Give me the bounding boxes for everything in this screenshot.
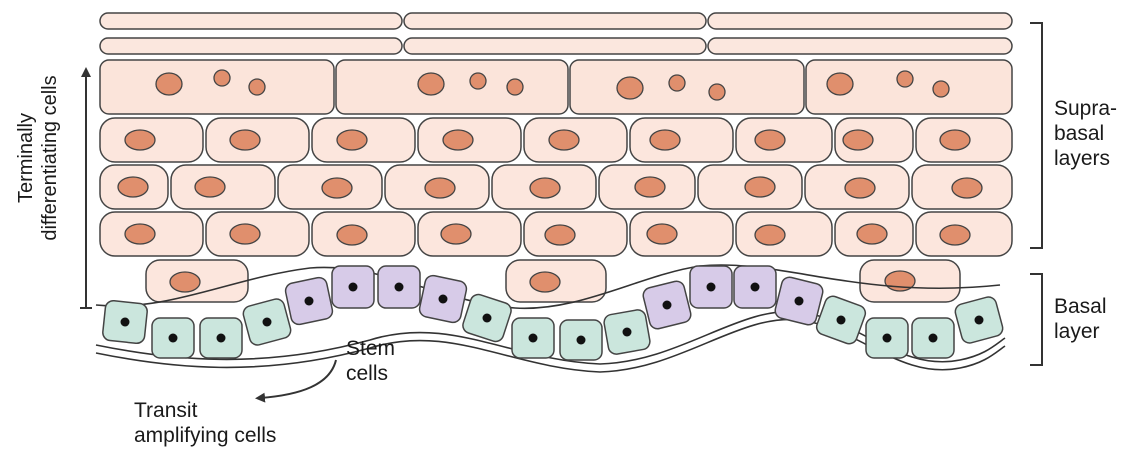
spinous-cell bbox=[630, 118, 733, 162]
nucleus bbox=[755, 130, 785, 150]
basal-label-line: Basal bbox=[1054, 294, 1107, 319]
spinous-row bbox=[146, 260, 960, 302]
nucleus bbox=[443, 130, 473, 150]
terminal-label-line: Terminally bbox=[14, 18, 38, 298]
nucleus bbox=[647, 224, 677, 244]
flat-cell bbox=[404, 38, 706, 54]
flat-cell bbox=[100, 13, 402, 29]
suprabasal-label: Supra- basal layers bbox=[1054, 96, 1117, 171]
flat-cell bbox=[100, 38, 402, 54]
flat-cell bbox=[708, 13, 1012, 29]
nucleus bbox=[940, 225, 970, 245]
terminal-label: Terminally differentiating cells bbox=[14, 18, 62, 298]
bracket-basal bbox=[1030, 274, 1042, 365]
nucleus bbox=[857, 224, 887, 244]
nucleus bbox=[118, 177, 148, 197]
nucleus bbox=[545, 225, 575, 245]
nucleus bbox=[322, 178, 352, 198]
suprabasal-label-line: layers bbox=[1054, 146, 1117, 171]
stem-cells-label: Stem cells bbox=[346, 336, 395, 386]
nucleus bbox=[650, 130, 680, 150]
differentiation-arrow bbox=[80, 72, 92, 308]
transit-label-line: amplifying cells bbox=[134, 423, 276, 448]
nucleus bbox=[843, 130, 873, 150]
nucleus bbox=[125, 224, 155, 244]
spinous-row bbox=[100, 165, 1012, 209]
spinous-row bbox=[100, 118, 1012, 162]
nucleus bbox=[170, 272, 200, 292]
granular-cell bbox=[100, 60, 334, 114]
suprabasal-label-line: Supra- bbox=[1054, 96, 1117, 121]
nucleus bbox=[337, 225, 367, 245]
nucleus bbox=[952, 178, 982, 198]
nucleus bbox=[125, 130, 155, 150]
flat-cell bbox=[404, 13, 706, 29]
granular-cell bbox=[336, 60, 568, 114]
flat-cell bbox=[708, 38, 1012, 54]
nucleus bbox=[755, 225, 785, 245]
nucleus bbox=[337, 130, 367, 150]
nucleus bbox=[549, 130, 579, 150]
bracket-suprabasal bbox=[1030, 23, 1042, 248]
granular-cell bbox=[570, 60, 804, 114]
nucleus bbox=[230, 224, 260, 244]
nucleus bbox=[441, 224, 471, 244]
terminal-label-line: differentiating cells bbox=[38, 18, 62, 298]
granular-layer bbox=[100, 60, 1012, 114]
basal-label: Basal layer bbox=[1054, 294, 1107, 344]
nucleus bbox=[530, 272, 560, 292]
spinous-row bbox=[100, 212, 1012, 256]
spinous-layers bbox=[100, 118, 1012, 302]
stem-label-line: cells bbox=[346, 361, 395, 386]
nucleus bbox=[845, 178, 875, 198]
nucleus bbox=[195, 177, 225, 197]
nucleus bbox=[745, 177, 775, 197]
suprabasal-label-line: basal bbox=[1054, 121, 1117, 146]
basal-label-line: layer bbox=[1054, 319, 1107, 344]
nucleus bbox=[940, 130, 970, 150]
stem-label-line: Stem bbox=[346, 336, 395, 361]
spinous-cell bbox=[630, 212, 733, 256]
nucleus bbox=[425, 178, 455, 198]
nucleus bbox=[230, 130, 260, 150]
nucleus bbox=[635, 177, 665, 197]
transit-label-line: Transit bbox=[134, 398, 276, 423]
transit-label: Transit amplifying cells bbox=[134, 398, 276, 448]
nucleus bbox=[530, 178, 560, 198]
cornified-layers bbox=[100, 13, 1012, 54]
